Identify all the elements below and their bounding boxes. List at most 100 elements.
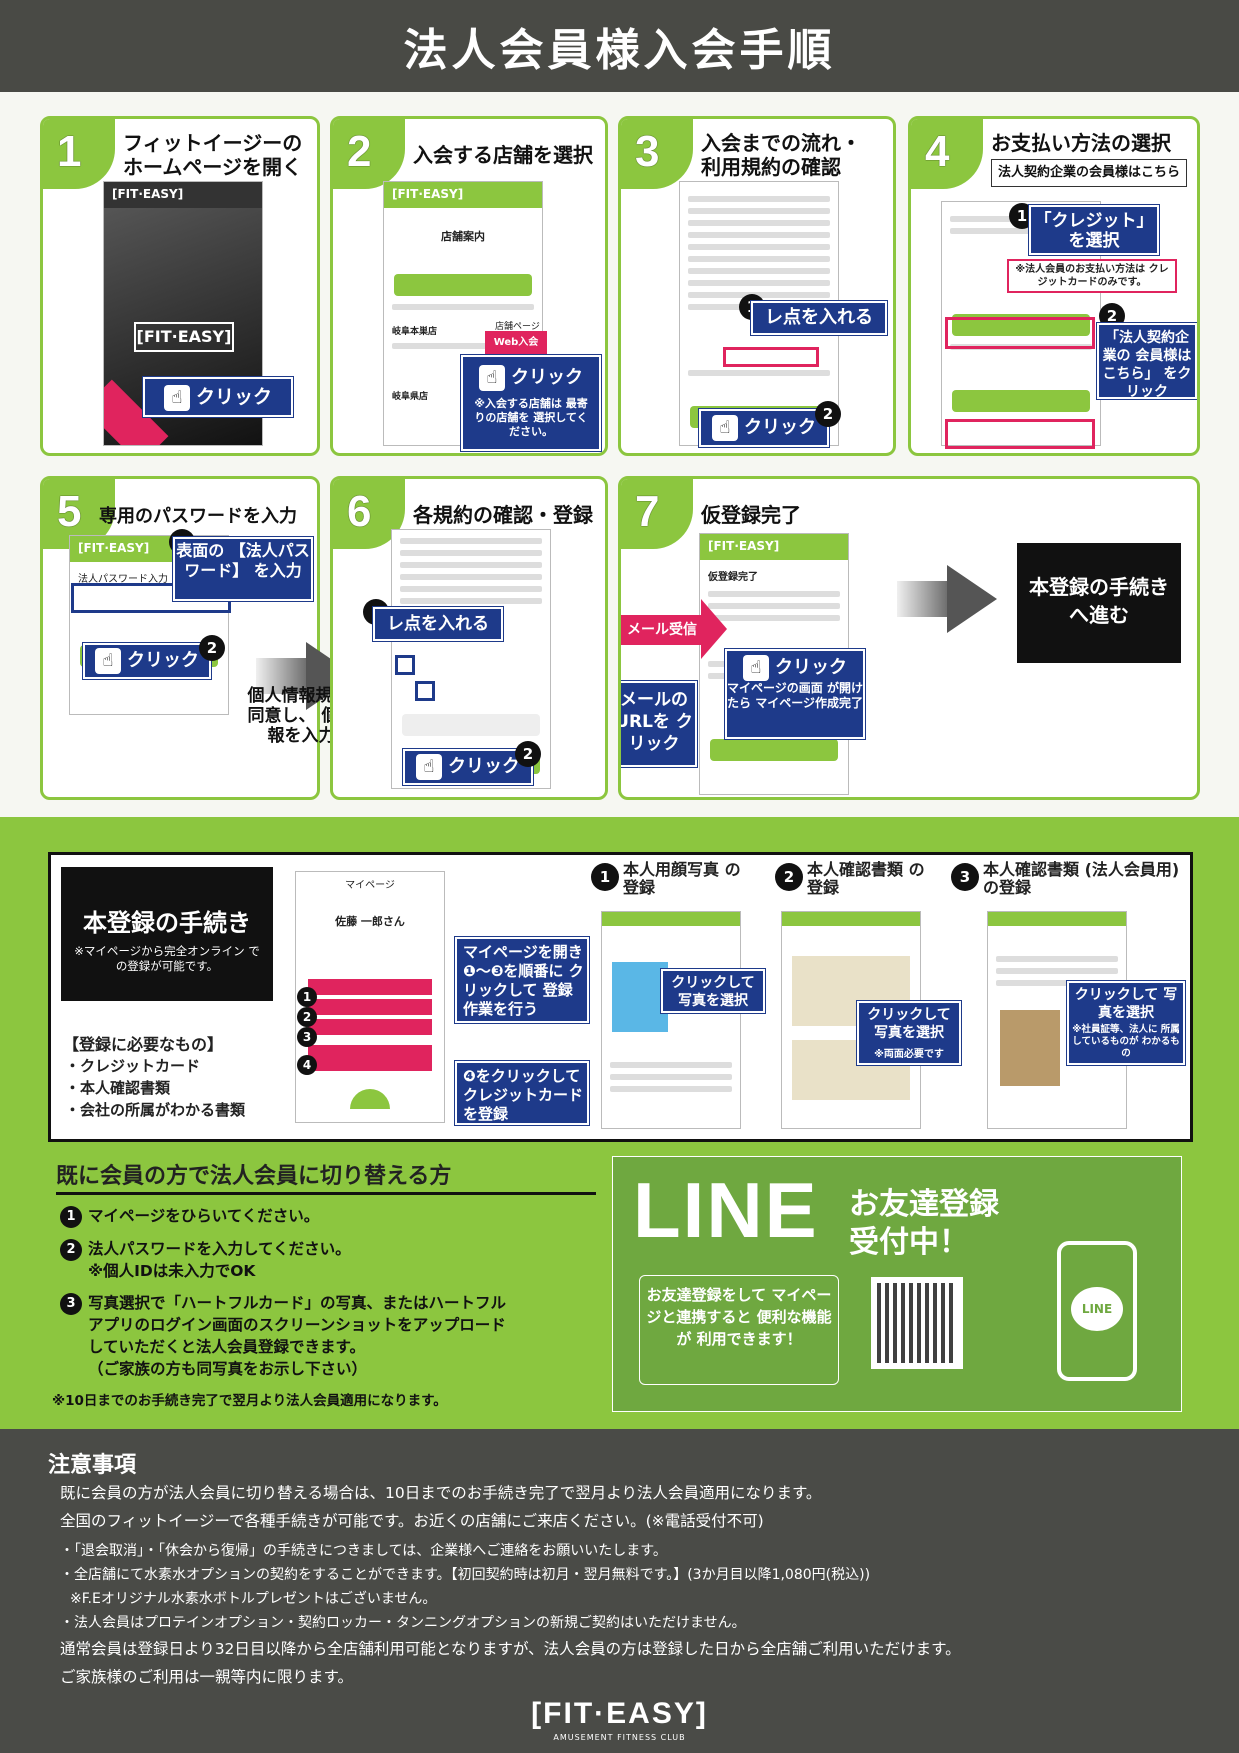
col1-title: 本人用顔写真 の登録 <box>623 860 741 897</box>
number-3-badge: 3 <box>951 863 979 891</box>
photo-select-callout: クリックして 写真を選択 <box>661 969 765 1013</box>
store-page-label: 店舗ページ <box>495 322 540 332</box>
number-2-badge: 2 <box>815 401 841 427</box>
page-title: 法人会員様入会手順 <box>0 0 1239 92</box>
credit-option[interactable] <box>945 317 1095 349</box>
store-name: 岐阜本巣店 <box>392 327 438 337</box>
footer-tagline: AMUSEMENT FITNESS CLUB <box>553 1733 686 1742</box>
step-number: 1 <box>57 127 82 176</box>
col3-title: 本人確認書類 (法人会員用)の登録 <box>983 860 1180 897</box>
needs-title: 【登録に必要なもの】 <box>63 1035 224 1054</box>
switch-footnote: ※10日までのお手続き完了で翌月より法人会員適用になります。 <box>52 1393 447 1409</box>
number-2-badge: 2 <box>515 741 541 767</box>
step-number: 3 <box>635 127 660 176</box>
step-title: フィットイージーの ホームページを開く <box>123 131 303 179</box>
credit-note: ※法人会員のお支払い方法は クレジットカードのみです。 <box>1007 259 1177 293</box>
needs-item: ・会社の所属がわかる書類 <box>65 1101 246 1119</box>
mail-url-callout: メールの URLを クリック <box>621 681 697 767</box>
step-1: 1 フィットイージーの ホームページを開く [FIT·EASY] [FIT·EA… <box>40 116 320 456</box>
line-app-icon: LINE <box>1071 1287 1123 1331</box>
credit-callout: ❹をクリックして クレジットカード を登録 <box>455 1061 589 1125</box>
password-callout: 表面の 【法人パスワード】 を入力 <box>173 537 313 601</box>
hand-pointer-icon: ☝ <box>479 365 505 391</box>
registration-title-box: 本登録の手続き ※マイページから完全オンライン での登録が可能です。 <box>61 867 273 1001</box>
consent-checkbox-1[interactable] <box>395 655 415 675</box>
number-2-badge: 2 <box>775 863 803 891</box>
step-number: 6 <box>347 487 372 536</box>
step-number: 7 <box>635 487 660 536</box>
registration-frame: 本登録の手続き ※マイページから完全オンライン での登録が可能です。 【登録に必… <box>48 852 1193 1142</box>
step-4: 4 お支払い方法の選択 法人契約企業の会員様はこちら 1 「クレジット」 を選択… <box>908 116 1200 456</box>
number-1-badge: 1 <box>297 987 317 1007</box>
step-title: 専用のパスワードを入力 <box>99 506 297 527</box>
step-title: お支払い方法の選択 法人契約企業の会員様はこちら <box>991 131 1189 187</box>
click-callout: ☝クリック <box>143 377 293 417</box>
hand-pointer-icon: ☝ <box>95 648 121 674</box>
mypage-screenshot: マイページ 佐藤 一郎さん <box>295 871 445 1123</box>
switch-title: 既に会員の方で法人会員に切り替える方 <box>56 1158 596 1195</box>
hand-pointer-icon: ☝ <box>416 754 442 780</box>
needs-item: ・本人確認書類 <box>65 1079 171 1097</box>
click-callout: ☝クリック <box>83 643 211 679</box>
step-title: 入会する店舗を選択 <box>413 143 593 167</box>
arrow-right-icon <box>947 565 997 633</box>
check-callout: レ点を入れる <box>373 607 503 641</box>
click-callout: ☝クリック <box>699 409 829 447</box>
step-2: 2 入会する店舗を選択 [FIT·EASY] 店舗案内 岐阜本巣店 岐阜県店 店… <box>330 116 608 456</box>
step-subtitle: 法人契約企業の会員様はこちら <box>991 159 1188 187</box>
agree-checkbox[interactable] <box>723 347 819 367</box>
store-heading: 店舗案内 <box>441 230 485 243</box>
phone-hand-illustration: LINE <box>1057 1241 1137 1381</box>
steps-section: 1 フィットイージーの ホームページを開く [FIT·EASY] [FIT·EA… <box>0 92 1239 817</box>
face-photo-screenshot <box>601 911 741 1129</box>
corp-callout: 「法人契約企業の 会員様はこちら」 をクリック <box>1097 323 1197 400</box>
step-5: 5 専用のパスワードを入力 [FIT·EASY] 法人パスワード入力 1 表面の… <box>40 476 320 800</box>
step-number: 4 <box>925 127 950 176</box>
line-logo: LINE <box>633 1166 819 1254</box>
photo-select-callout: クリックして 写真を選択※社員証等、法人に 所属しているものが わかるもの <box>1067 981 1185 1065</box>
switch-step-2-note: ※個人IDは未入力でOK <box>88 1262 256 1280</box>
user-name: 佐藤 一郎さん <box>335 915 405 928</box>
hand-pointer-icon: ☝ <box>163 384 190 411</box>
line-description: お友達登録をして マイページと連携すると 便利な機能が 利用できます！ <box>639 1275 839 1385</box>
check-callout: レ点を入れる <box>751 301 887 335</box>
needs-item: ・クレジットカード <box>65 1057 201 1075</box>
step-title: 仮登録完了 <box>701 503 801 527</box>
footer-logo: [FIT·EASY] <box>531 1697 708 1730</box>
mail-received-arrow: メール受信 <box>621 615 701 645</box>
step-title: 入会までの流れ・ 利用規約の確認 <box>701 131 861 179</box>
click-callout: ☝クリック マイページの画面 が開けたら マイページ作成完了 <box>725 649 865 739</box>
credit-callout: 「クレジット」 を選択 <box>1029 205 1159 255</box>
notes-title: 注意事項 <box>48 1453 137 1478</box>
qr-code[interactable] <box>871 1277 963 1369</box>
number-4-badge: 4 <box>297 1055 317 1075</box>
photo-select-callout: クリックして 写真を選択※両面必要です <box>857 1001 961 1065</box>
web-join-button[interactable]: Web入会 <box>485 331 547 355</box>
mypage-callout: マイページを開き ❶〜❸を順番に クリックして 登録作業を行う <box>455 937 589 1023</box>
hand-pointer-icon: ☝ <box>743 655 769 681</box>
step-7: 7 仮登録完了 [FIT·EASY] 仮登録完了 メール受信 メールの URLを… <box>618 476 1200 800</box>
done-label: 仮登録完了 <box>708 572 758 583</box>
password-field-label: 法人パスワード入力 <box>78 574 168 585</box>
click-callout: ☝クリック <box>403 749 533 785</box>
line-banner[interactable]: LINE お友達登録 受付中！ お友達登録をして マイページと連携すると 便利な… <box>612 1156 1182 1412</box>
number-2-badge: 2 <box>297 1007 317 1027</box>
step-title: 各規約の確認・登録 <box>413 503 593 527</box>
consent-checkbox-2[interactable] <box>415 681 435 701</box>
next-step-box: 本登録の手続き へ進む <box>1017 543 1181 663</box>
hand-pointer-icon: ☝ <box>712 415 738 441</box>
step-number: 5 <box>57 487 82 536</box>
corp-member-link[interactable] <box>945 419 1095 449</box>
col2-title: 本人確認書類 の登録 <box>807 860 925 897</box>
step-number: 2 <box>347 127 372 176</box>
step-6: 6 各規約の確認・登録 1 レ点を入れる ☝クリック 2 <box>330 476 608 800</box>
step-3: 3 入会までの流れ・ 利用規約の確認 1 レ点を入れる ☝クリック 2 <box>618 116 896 456</box>
notes-section: 注意事項 既に会員の方が法人会員に切り替える場合は、10日までのお手続き完了で翌… <box>0 1429 1239 1753</box>
number-1-badge: 1 <box>591 863 619 891</box>
number-2-badge: 2 <box>199 635 225 661</box>
click-callout: ☝クリック ※入会する店舗は 最寄りの店舗を 選択してください。 <box>461 355 601 451</box>
number-3-badge: 3 <box>297 1027 317 1047</box>
